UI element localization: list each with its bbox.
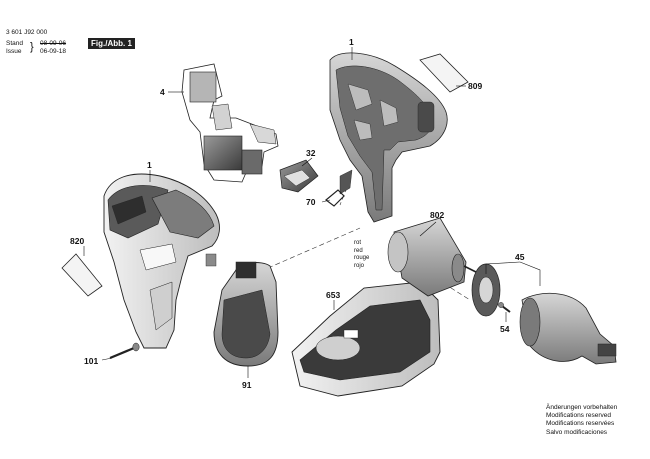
leader-45-gear [485,261,521,274]
gearbox-45 [519,292,617,365]
leader-802 [419,221,437,237]
stand-date: 08-09-06 [40,40,67,47]
direction-slider-32 [279,159,319,193]
housing-right-half [329,52,448,223]
gear-carrier-45 [471,263,501,317]
label-part-54: 54 [500,324,510,334]
housing-left-half [103,173,220,349]
label-strip-820 [61,253,103,297]
axis-line-housing-to-motor [267,227,361,269]
label-part-45: 45 [515,252,525,262]
color-code-red: red [354,247,363,254]
label-part-91: 91 [242,380,252,390]
modification-notes: Änderungen vorbehalten Modifications res… [546,404,617,437]
drawing-number: 3 601 J92 000 [6,29,48,36]
label-part-802: 802 [430,210,444,220]
label-part-1-left: 1 [147,160,152,170]
label-part-70: 70 [306,197,316,207]
label-part-1-right: 1 [349,37,354,47]
stand-label: Stand [6,40,23,47]
note-de: Änderungen vorbehalten [546,404,618,411]
figure-badge: Fig./Abb. 1 [88,38,135,49]
label-part-32: 32 [306,148,316,158]
note-es: Salvo modificaciones [546,428,608,436]
label-strip-809 [419,53,469,93]
label-part-101: 101 [84,356,98,366]
battery-pack-91 [213,261,279,367]
part-labels: 1 1 4 809 32 70 802 45 54 820 653 91 101 [70,37,525,390]
switch-module [181,63,279,183]
leader-70 [321,199,331,203]
issue-label: Issue [6,48,22,55]
leader-101 [101,357,113,361]
leader-45-box [519,261,541,286]
label-part-653: 653 [326,290,340,300]
label-part-4: 4 [160,87,165,97]
motor-color-codes: rot red rouge rojo [354,240,369,270]
color-code-rot: rot [354,240,362,246]
issue-date: 06-09-18 [40,48,67,55]
screw-101 [109,342,140,360]
note-fr: Modifications reservées [546,420,615,428]
leader-32 [301,157,313,167]
charger-653 [291,281,441,397]
spring-70 [325,189,345,207]
leader-lines [83,47,541,378]
note-en: Modifications reserved [546,412,612,420]
color-code-rouge: rouge [354,255,370,262]
screw-54 [498,302,511,313]
motor-802 [387,217,477,297]
date-bracket: } [30,41,34,53]
label-part-820: 820 [70,236,84,246]
label-part-809: 809 [468,81,482,91]
color-code-rojo: rojo [354,262,365,269]
